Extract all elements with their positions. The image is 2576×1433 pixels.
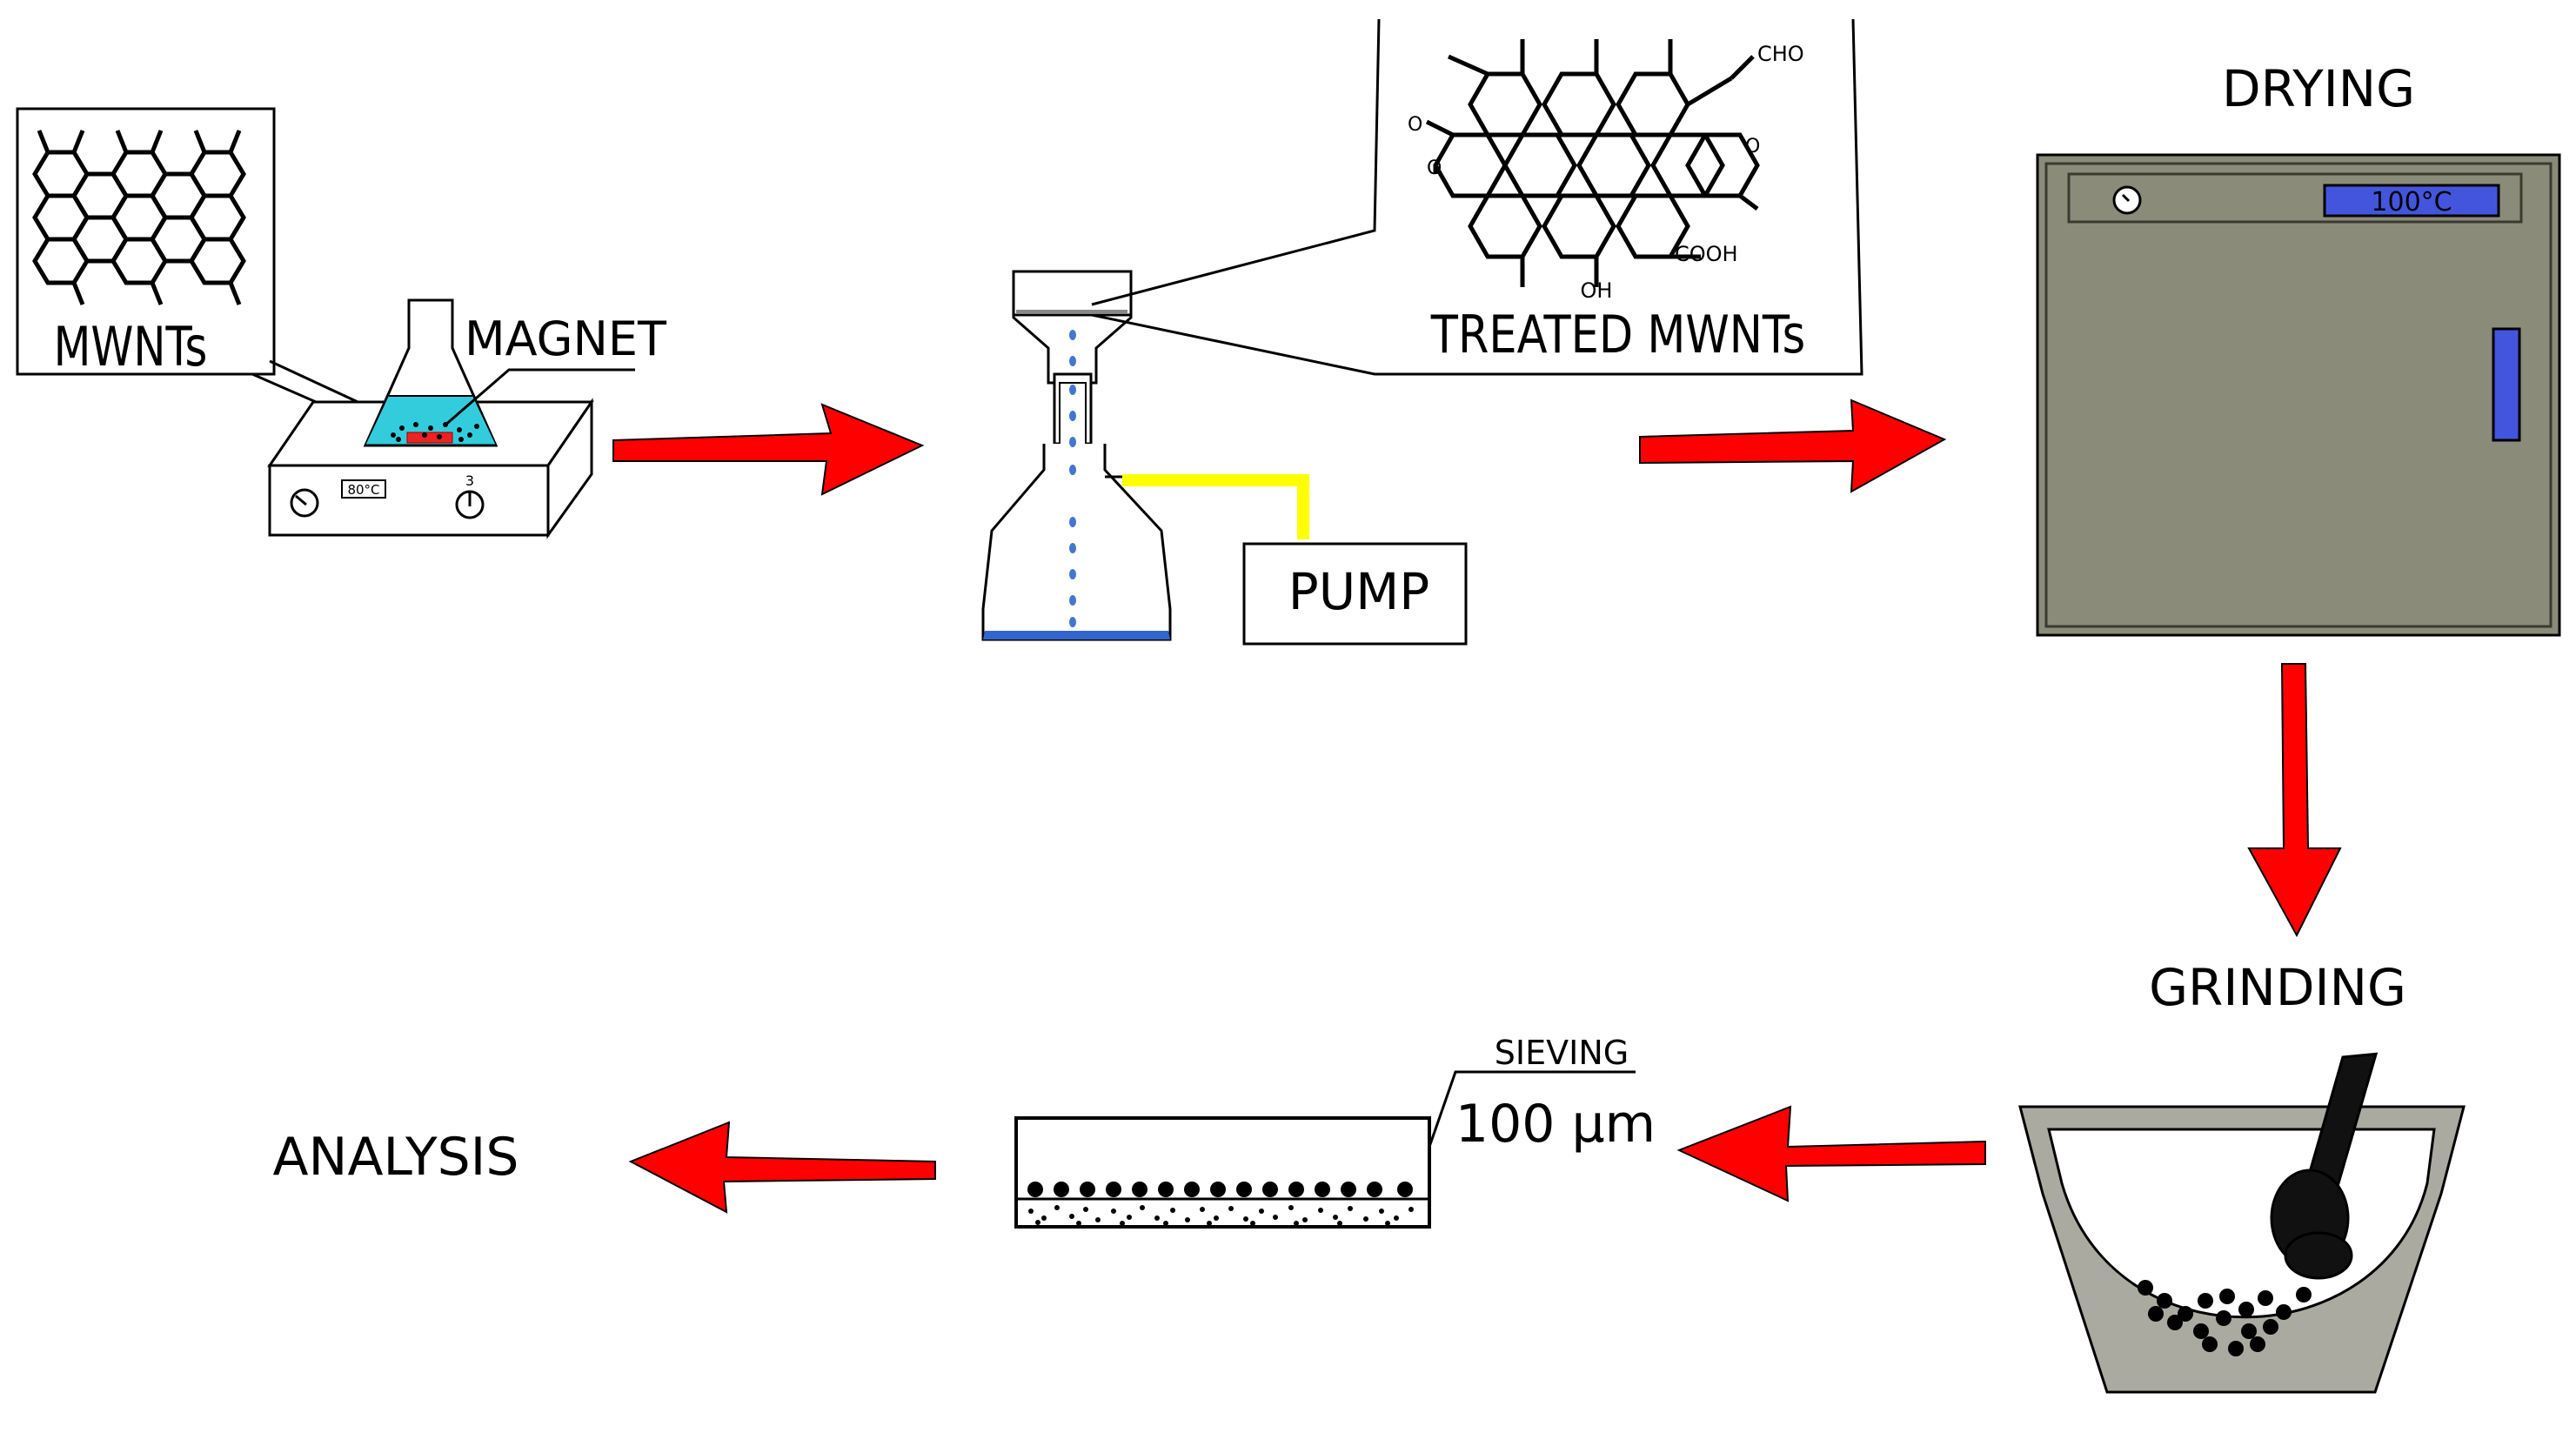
sieving-label: SIEVING — [1495, 1034, 1629, 1072]
mesh-size-label: 100 µm — [1455, 1094, 1656, 1155]
oven-display — [2323, 184, 2500, 218]
filtration-apparatus — [981, 270, 1309, 641]
magnet-callout: MAGNET — [443, 311, 667, 428]
arrow-right-1-icon — [612, 403, 925, 496]
sieve-coarse-particles — [1027, 1182, 1413, 1197]
drying-oven: 100°C — [2036, 153, 2561, 637]
mwnts-inset: MWNTs — [16, 107, 392, 437]
drying-label: DRYING — [2222, 59, 2415, 118]
cho-label: CHO — [1757, 42, 1804, 66]
pump-box: PUMP — [1242, 542, 1468, 646]
mortar-and-pestle — [2018, 1052, 2466, 1394]
treated-mwnts-label: TREATED MWNTs — [1430, 305, 1805, 365]
oven-display-text: 100°C — [2371, 187, 2452, 218]
o-label-2: O — [1427, 157, 1442, 179]
arrow-right-2-icon — [1639, 398, 1947, 493]
arrow-left-1-icon — [1676, 1105, 1986, 1202]
magnet-label: MAGNET — [465, 311, 667, 366]
stirrer-display — [341, 479, 386, 499]
mwnts-label: MWNTs — [54, 317, 208, 379]
pump-label: PUMP — [1288, 562, 1429, 621]
treated-mwnts-inset: CHO COOH OH O O O TREATED MWNTs — [1091, 18, 1863, 376]
oh-label: OH — [1581, 278, 1613, 303]
sieve-callout: SIEVING 100 µm — [1428, 1034, 1656, 1155]
sieve — [1014, 1116, 1431, 1229]
o-label-1: O — [1408, 114, 1422, 136]
filter-cake — [1016, 310, 1127, 313]
arrow-down-icon — [2247, 663, 2342, 938]
ground-particles — [2138, 1280, 2312, 1356]
mwnts-structure — [32, 130, 246, 305]
vacuum-tube — [1122, 474, 1309, 539]
oven-door-handle — [2492, 327, 2521, 442]
analysis-label: ANALYSIS — [273, 1127, 519, 1188]
grinding-label: GRINDING — [2149, 958, 2406, 1017]
oven-control-panel — [2067, 172, 2523, 224]
treated-mwnts-structure — [1425, 39, 1760, 287]
stir-bar — [406, 432, 453, 444]
stirrer-display-text: 80°C — [347, 482, 379, 498]
stirrer-knob-label: 3 — [465, 472, 474, 489]
sieve-fine-particles — [1028, 1205, 1414, 1226]
filtrate-liquid — [983, 631, 1170, 639]
o-label-3: O — [1745, 136, 1760, 157]
pestle — [2270, 1052, 2379, 1280]
filtration-drops — [1069, 330, 1076, 627]
cooh-label: COOH — [1675, 242, 1738, 266]
arrow-left-2-icon — [628, 1121, 936, 1214]
